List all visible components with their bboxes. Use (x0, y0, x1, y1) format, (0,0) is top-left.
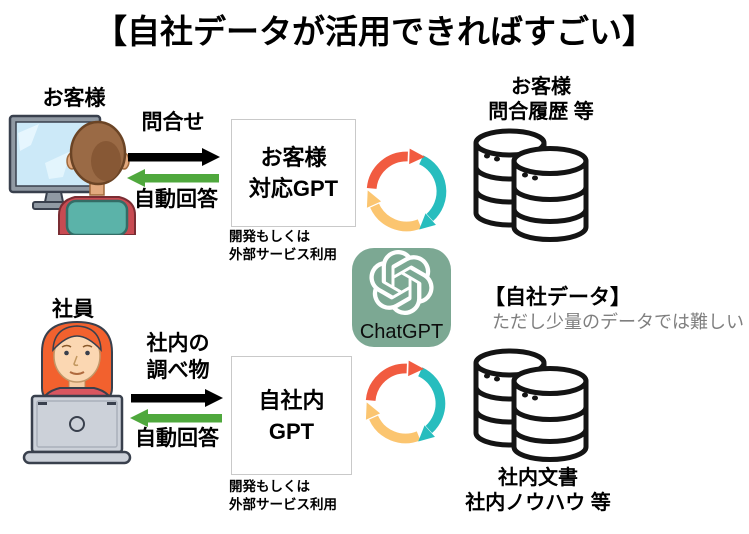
internal-gpt-note-line1: 開発もしくは (229, 479, 310, 494)
sync-cycle-icon-top (366, 148, 447, 232)
internal-gpt-box: 自社内 GPT (231, 356, 352, 475)
employee-request-label: 社内の 調べ物 (136, 330, 220, 384)
company-data-caveat: ただし少量のデータでは難しい (492, 312, 744, 332)
internal-gpt-note: 開発もしくは 外部サービス利用 (229, 478, 337, 514)
customer-request-label: 問合せ (141, 111, 205, 134)
customer-gpt-box: お客様 対応GPT (231, 119, 356, 227)
internal-gpt-box-line2: GPT (268, 418, 315, 444)
customer-request-arrow-icon (128, 148, 220, 166)
customer-datastore-label-line2: 問合履歴 等 (488, 101, 594, 123)
customer-gpt-note: 開発もしくは 外部サービス利用 (229, 228, 337, 264)
internal-datastore-label-line2: 社内ノウハウ 等 (465, 492, 611, 514)
customer-at-desk-illustration (8, 114, 136, 235)
chatgpt-logo: ChatGPT (352, 248, 451, 347)
customer-gpt-note-line1: 開発もしくは (229, 229, 310, 244)
employee-request-arrow-icon (131, 389, 223, 407)
customer-datastore-label-line1: お客様 (511, 76, 571, 98)
employee-response-arrow-icon (130, 409, 222, 427)
customer-actor-label: お客様 (42, 87, 106, 110)
customer-response-arrow-icon (127, 169, 219, 187)
customer-datastore-label: お客様 問合履歴 等 (462, 75, 620, 125)
internal-datastore-label-line1: 社内文書 (498, 467, 578, 489)
seated-person-back-icon (58, 120, 136, 235)
company-data-heading: 【自社データ】 (484, 286, 631, 309)
customer-response-label: 自動回答 (134, 188, 218, 211)
customer-gpt-note-line2: 外部サービス利用 (229, 247, 337, 262)
laptop-icon (22, 394, 132, 465)
employee-request-label-line2: 調べ物 (146, 359, 210, 382)
employee-at-laptop-illustration (22, 320, 132, 465)
customer-gpt-box-line1: お客様 (260, 145, 327, 170)
employee-actor-label: 社員 (52, 298, 94, 321)
database-icon-customer (473, 128, 589, 242)
sync-cycle-icon-bottom (365, 360, 446, 444)
internal-gpt-box-line1: 自社内 (258, 387, 325, 413)
employee-response-label: 自動回答 (135, 427, 219, 450)
internal-datastore-label: 社内文書 社内ノウハウ 等 (452, 466, 624, 516)
employee-request-label-line1: 社内の (146, 332, 210, 355)
chatgpt-label: ChatGPT (359, 321, 444, 343)
openai-knot-icon (369, 250, 434, 315)
diagram-title: 【自社データが活用できればすごい】 (94, 13, 655, 50)
customer-gpt-box-line2: 対応GPT (248, 176, 339, 201)
database-icon-internal (473, 348, 589, 462)
internal-gpt-note-line2: 外部サービス利用 (229, 497, 337, 512)
